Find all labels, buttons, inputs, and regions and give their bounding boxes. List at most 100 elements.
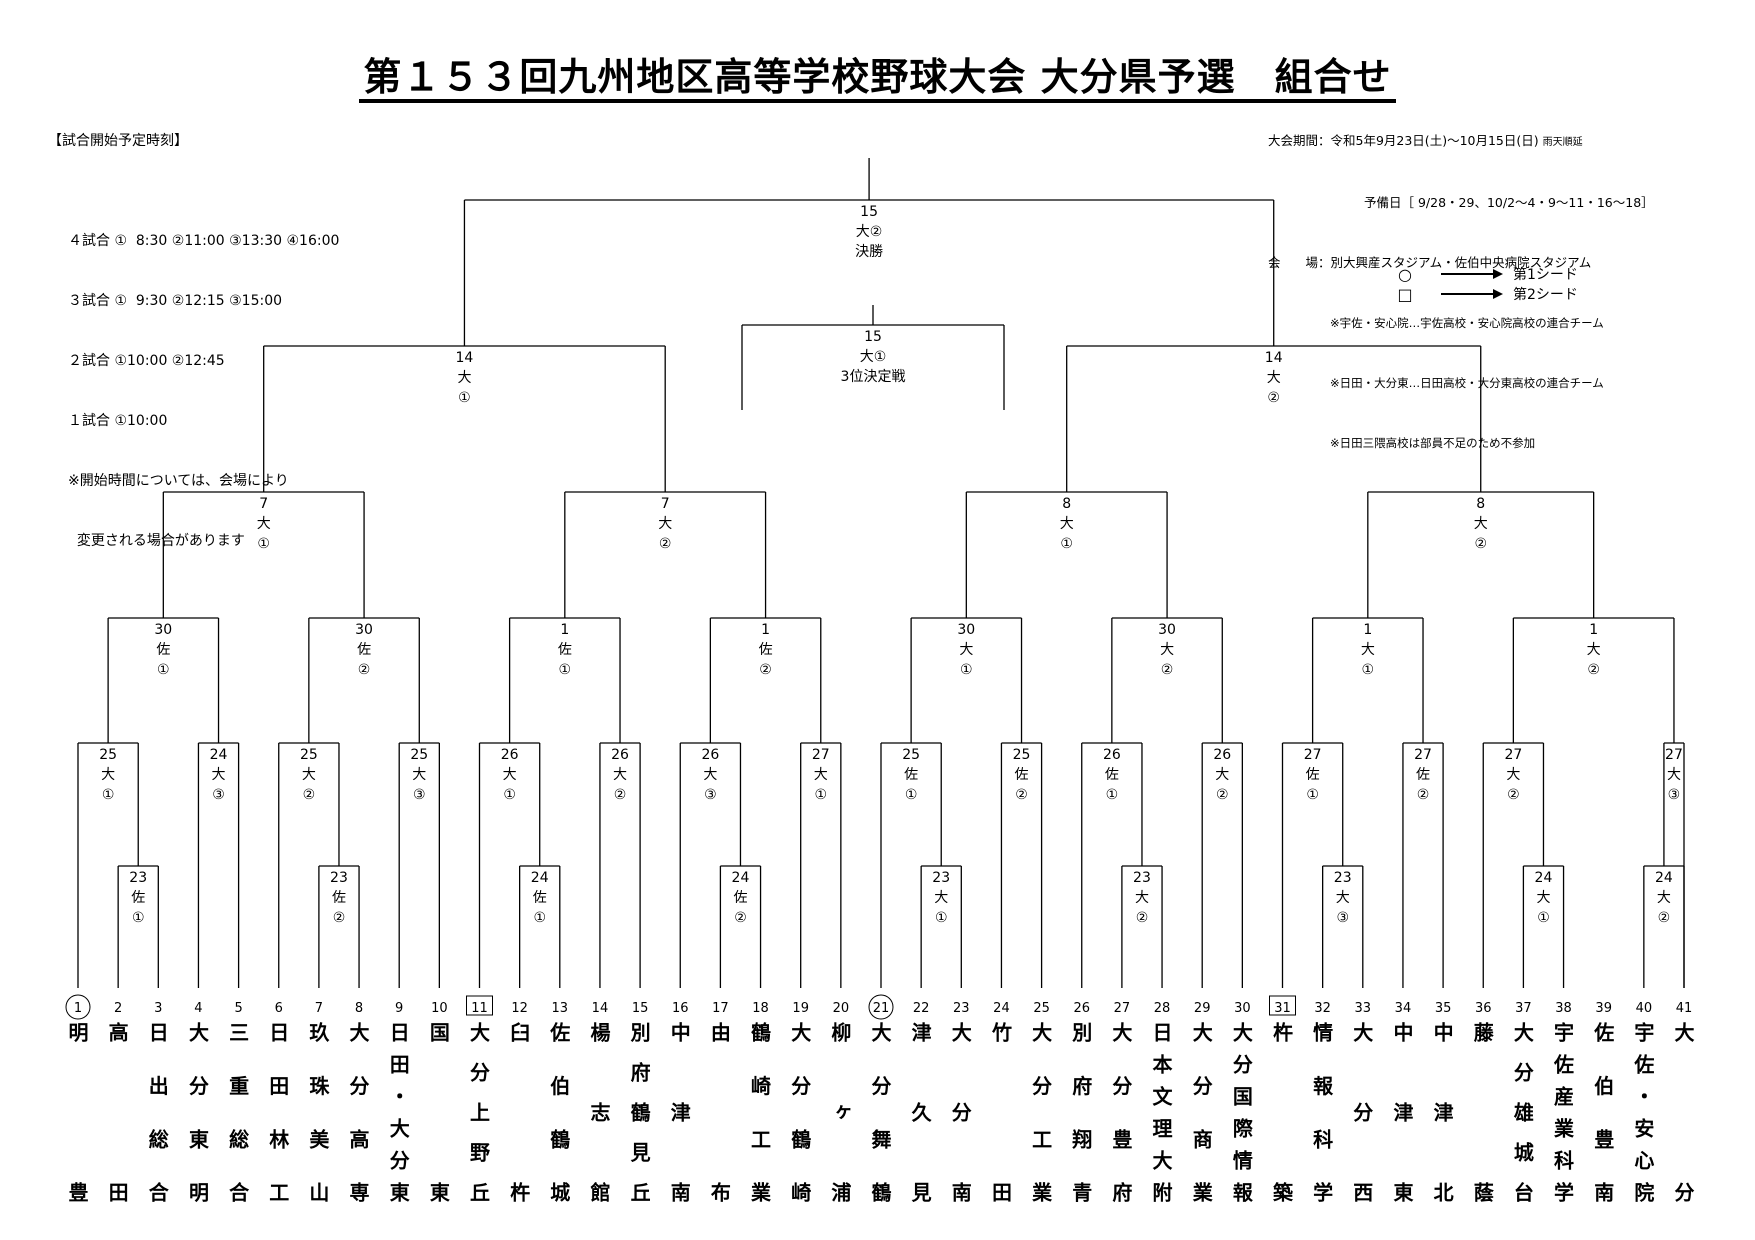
match-label: 23	[129, 870, 147, 886]
team-number: 4	[194, 1001, 202, 1016]
match-label: ②	[1161, 662, 1174, 678]
match-label: ①	[1106, 787, 1119, 803]
match-label: 大	[1215, 767, 1229, 783]
team-number: 10	[431, 1001, 448, 1016]
match-label: 7	[661, 496, 670, 512]
team-name: 宇佐・安心院	[1630, 1022, 1655, 1202]
match-label: 大	[814, 767, 828, 783]
match-label: ③	[704, 787, 717, 803]
match-label: 8	[1476, 496, 1485, 512]
team-name: 大分国際情報	[1229, 1022, 1254, 1202]
match-label: 24	[732, 870, 750, 886]
match-label: 佐	[533, 890, 547, 906]
team-number: 8	[355, 1001, 363, 1016]
match-label: 大	[1060, 516, 1074, 532]
match-label: 大	[703, 767, 717, 783]
team-name: 中津東	[1389, 1022, 1414, 1202]
team-name: 竹田	[988, 1022, 1013, 1202]
team-name: 楊志館	[586, 1022, 611, 1202]
team-number: 13	[552, 1001, 569, 1016]
match-label: 大	[934, 890, 948, 906]
team-name: 大分豊府	[1108, 1022, 1133, 1202]
match-label: 大	[503, 767, 517, 783]
team-name: 大分雄城台	[1510, 1022, 1535, 1202]
match-label: 24	[531, 870, 549, 886]
match-label: ②	[1015, 787, 1028, 803]
circle-seed-icon	[65, 994, 91, 1020]
match-label: 8	[1062, 496, 1071, 512]
team-number: 14	[592, 1001, 609, 1016]
team-number: 36	[1475, 1001, 1492, 1016]
match-label: ②	[759, 662, 772, 678]
match-label: 15	[864, 329, 882, 345]
match-label: 佐	[1015, 767, 1029, 783]
arrow-icon	[1441, 269, 1503, 279]
team-name: 中津南	[667, 1022, 692, 1202]
match-label: ②	[1136, 910, 1149, 926]
match-label: ①	[157, 662, 170, 678]
match-label: ②	[659, 536, 672, 552]
team-number: 18	[752, 1001, 769, 1016]
match-label: 大①	[860, 349, 887, 365]
match-label: ①	[1060, 536, 1073, 552]
match-label: 25	[99, 747, 117, 763]
legend-label: 第1シード	[1513, 267, 1578, 283]
match-label: 24	[1655, 870, 1673, 886]
team-name: 大分工業	[1028, 1022, 1053, 1202]
team-name: 大分	[1671, 1022, 1695, 1202]
match-label: 大	[613, 767, 627, 783]
team-name: 明豊	[65, 1022, 89, 1202]
match-label: ②	[734, 910, 747, 926]
match-label: 1	[1363, 622, 1372, 638]
team-number: 19	[792, 1001, 809, 1016]
match-label: 7	[259, 496, 268, 512]
team-number: 35	[1435, 1001, 1452, 1016]
match-label: 大	[101, 767, 115, 783]
team-name: 鶴崎工業	[747, 1022, 772, 1202]
match-label: ③	[1668, 787, 1681, 803]
team-number: 16	[672, 1001, 689, 1016]
schedule-line: ３試合 ① 9:30 ②12:15 ③15:00	[68, 293, 283, 309]
team-number: 20	[833, 1001, 850, 1016]
circle-seed-icon: ○	[1398, 264, 1412, 284]
match-label: ②	[1417, 787, 1430, 803]
match-label: ②	[333, 910, 346, 926]
match-label: 27	[1414, 747, 1432, 763]
match-label: 佐	[1105, 767, 1119, 783]
schedule-block: 【試合開始予定時刻】 ４試合 ① 8:30 ②11:00 ③13:30 ④16:…	[48, 91, 339, 611]
match-label: 佐	[332, 890, 346, 906]
match-label: ①	[102, 787, 115, 803]
team-number: 32	[1314, 1001, 1331, 1016]
match-label: ①	[1362, 662, 1375, 678]
match-label: 27	[812, 747, 830, 763]
match-label: 26	[501, 747, 519, 763]
team-name: 大分上野丘	[466, 1022, 491, 1202]
match-label: ③	[413, 787, 426, 803]
team-name: 大分南	[948, 1022, 973, 1202]
match-label: ①	[458, 390, 471, 406]
legend-first-seed: ○ 第1シード	[1395, 264, 1578, 284]
team-number: 9	[395, 1001, 403, 1016]
team-number: 2	[114, 1001, 122, 1016]
match-label: ①	[960, 662, 973, 678]
team-name: 杵築	[1269, 1022, 1294, 1202]
match-label: 24	[210, 747, 228, 763]
team-number: 3	[154, 1001, 162, 1016]
schedule-line: １試合 ①10:00	[68, 413, 168, 429]
match-label: 大	[1160, 642, 1174, 658]
match-label: 25	[410, 747, 428, 763]
match-label: ①	[503, 787, 516, 803]
match-label: ①	[559, 662, 572, 678]
team-number: 11	[471, 1001, 488, 1016]
team-name: 三重総合	[225, 1022, 250, 1202]
match-label: ③	[212, 787, 225, 803]
match-label: 25	[1013, 747, 1031, 763]
team-name: 国東	[426, 1022, 451, 1202]
note-line: ※日田三隈高校は部員不足のため不参加	[1330, 436, 1536, 450]
circle-seed-icon	[868, 994, 894, 1020]
match-label: 27	[1504, 747, 1522, 763]
note-line: ※宇佐・安心院…宇佐高校・安心院高校の連合チーム	[1330, 316, 1604, 330]
team-name: 別府翔青	[1068, 1022, 1093, 1202]
match-label: 1	[761, 622, 770, 638]
